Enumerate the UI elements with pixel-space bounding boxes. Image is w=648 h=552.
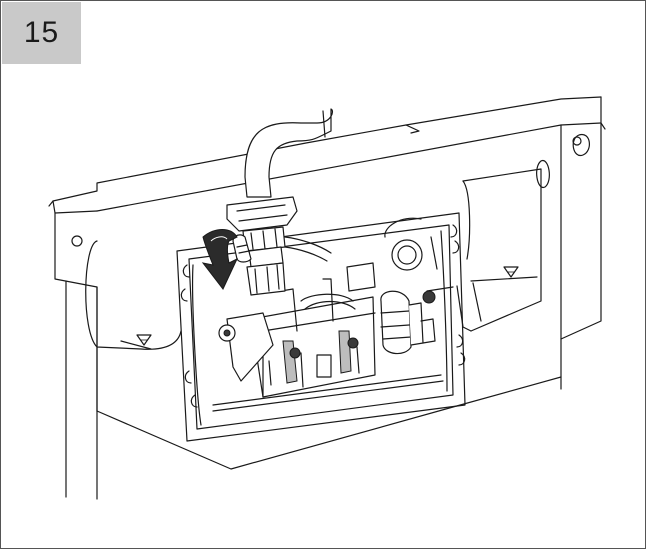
inspection-opening <box>176 212 466 442</box>
supply-hose <box>226 108 334 296</box>
curved-arrow-icon <box>201 229 239 290</box>
step-number: 15 <box>23 16 60 49</box>
step-badge: 15 <box>2 2 81 64</box>
side-panel-left <box>136 334 152 346</box>
cistern-frame <box>48 96 606 500</box>
flush-valve-assembly <box>218 262 436 398</box>
side-panel-right <box>456 168 542 332</box>
